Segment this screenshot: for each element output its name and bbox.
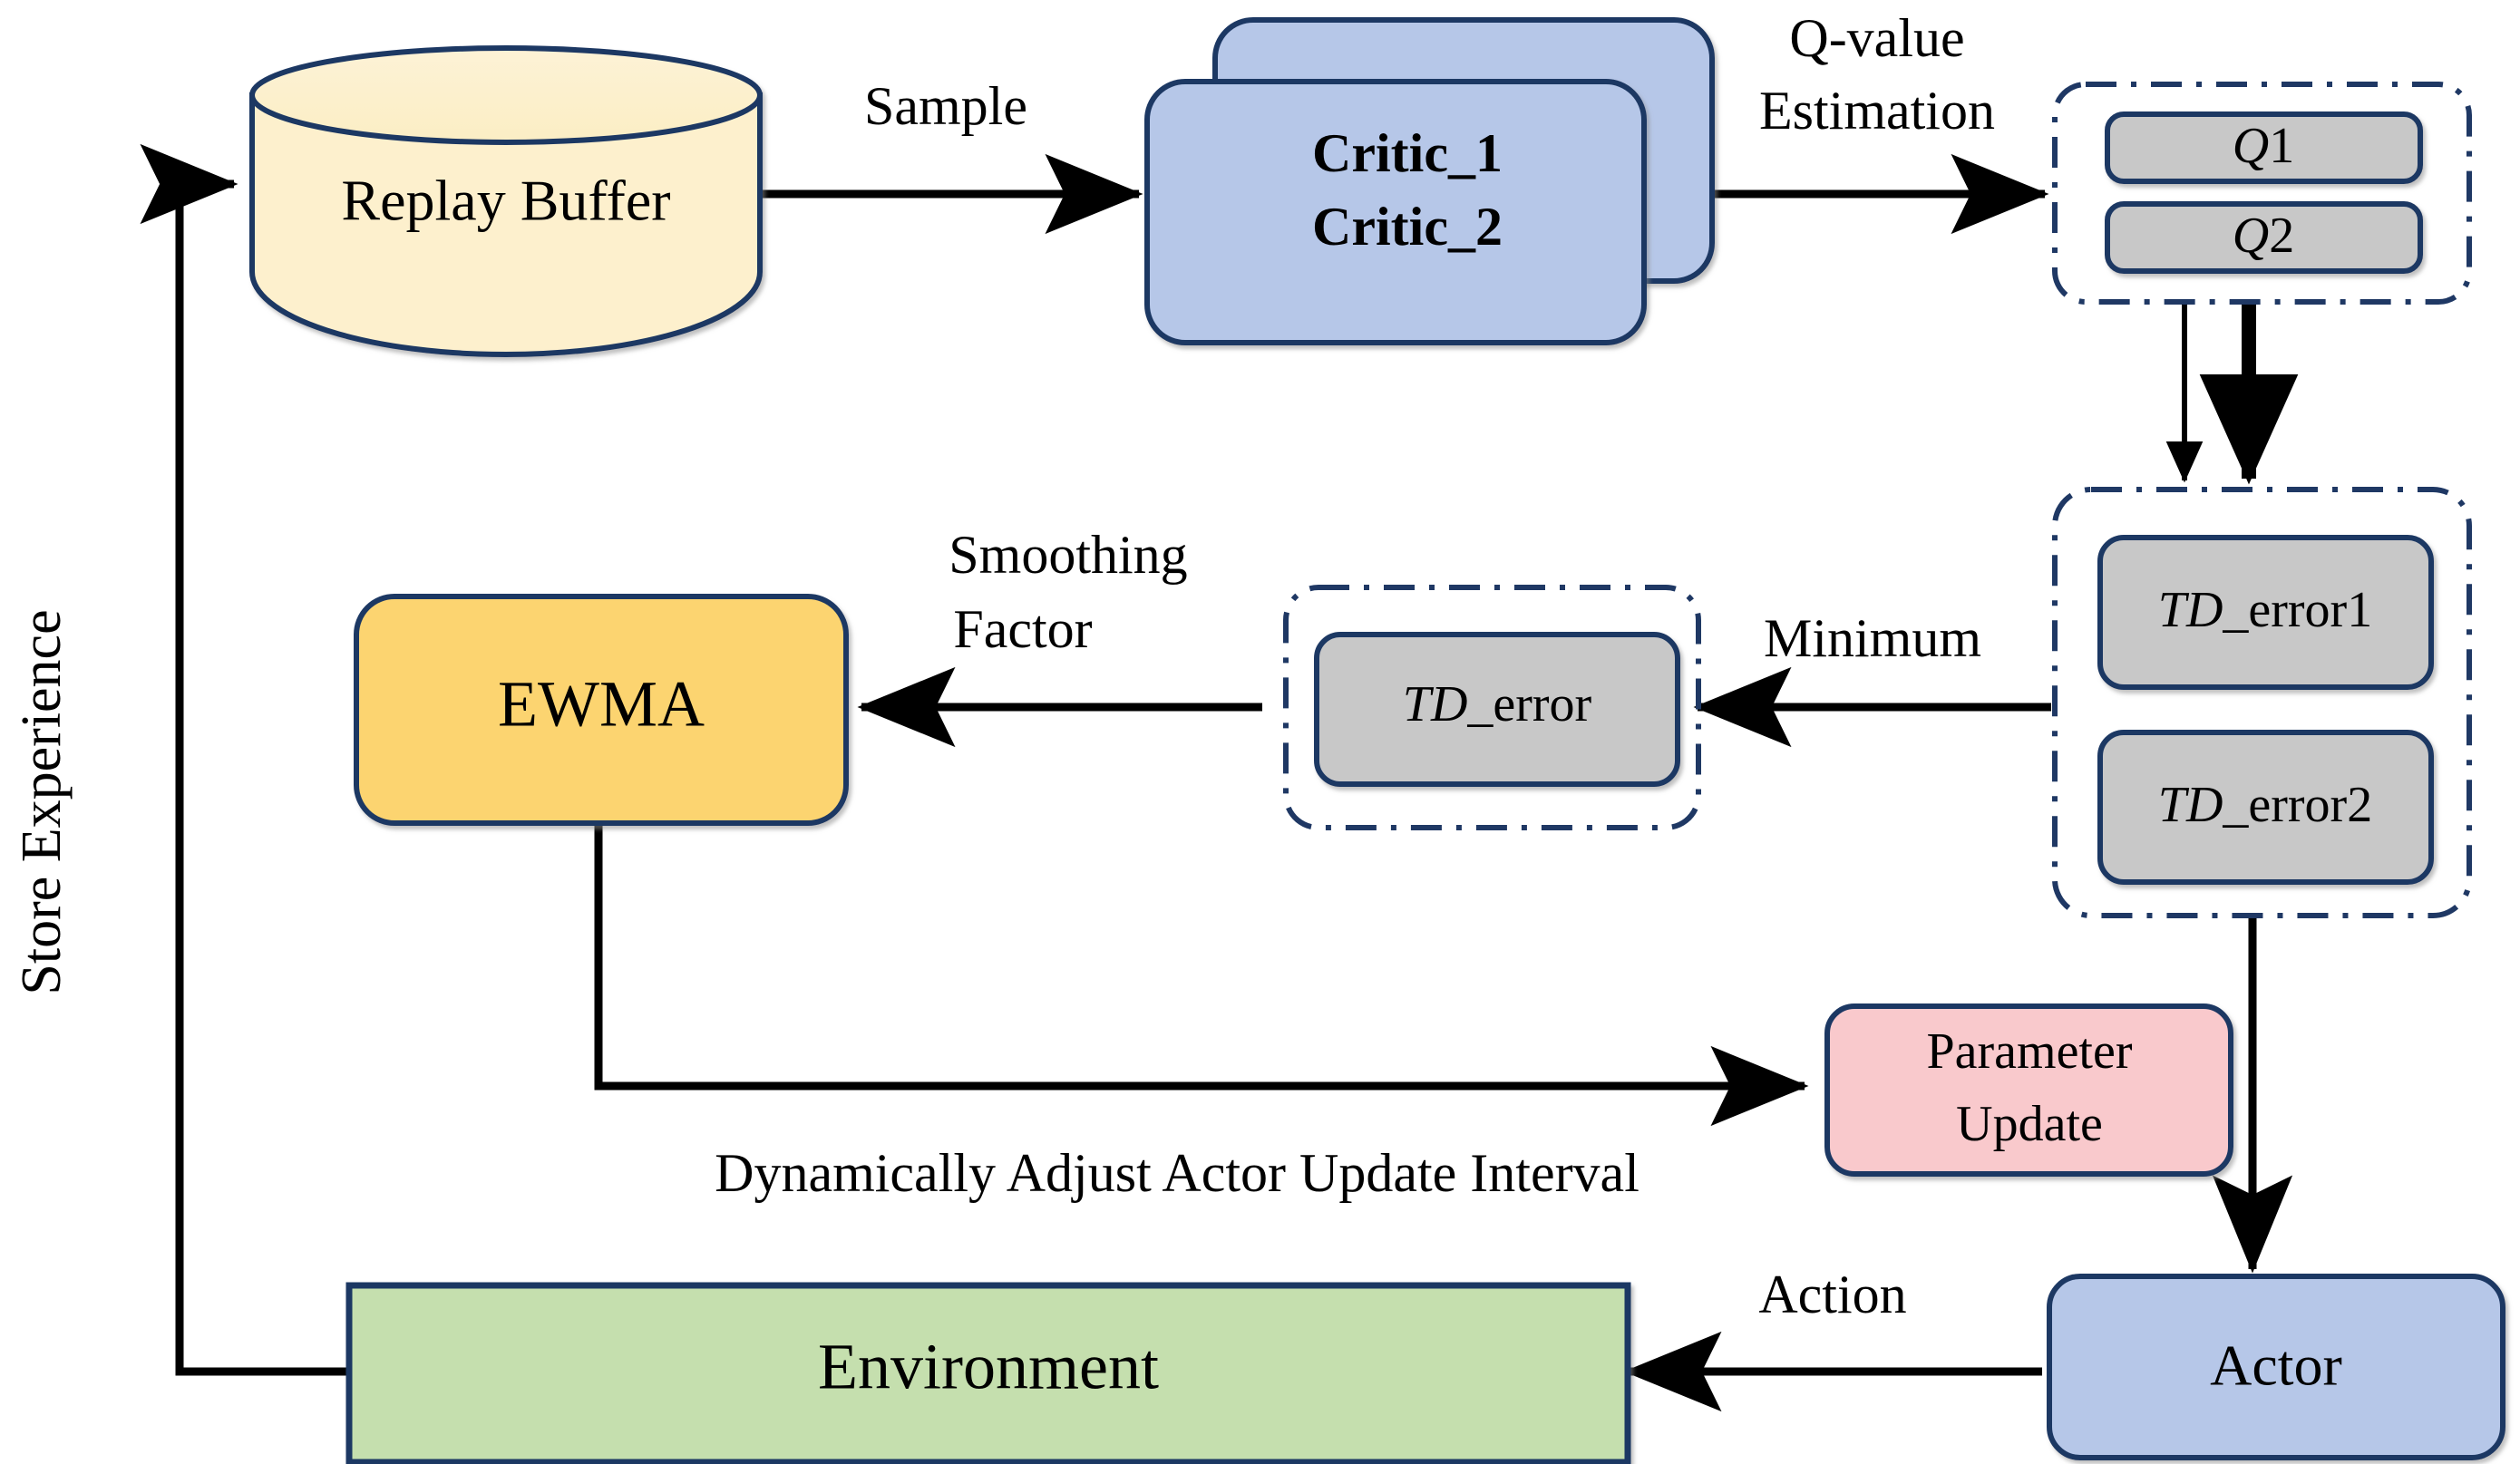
- q1-box[interactable]: [2105, 111, 2423, 184]
- td-error-pair-dashed-border: [2052, 487, 2472, 918]
- node-actor[interactable]: [2047, 1274, 2505, 1460]
- node-critic-stack[interactable]: [1144, 17, 1715, 345]
- q2-label-italic: Q: [2233, 208, 2269, 264]
- td-error1-label-rest: _error1: [2222, 582, 2372, 638]
- edge-environment-to-replay-buffer: [140, 143, 349, 1376]
- q2-label: Q2: [2233, 208, 2294, 264]
- edge-label-smoothing-line2: Factor: [953, 599, 1092, 659]
- q1-label-rest: 1: [2269, 118, 2294, 174]
- node-ewma[interactable]: [354, 594, 849, 826]
- critic-card-front: [1144, 79, 1647, 345]
- edge-label-minimum: Minimum: [1764, 608, 1981, 668]
- environment-label: Environment: [818, 1331, 1159, 1403]
- group-q-values: Q1 Q2: [2052, 82, 2472, 305]
- td-error2-label: TD_error2: [2158, 777, 2372, 833]
- td-error1-label-italic: TD: [2158, 582, 2223, 638]
- group-td-error: TD_error: [1283, 585, 1701, 830]
- edge-qgroup-to-tderror-pair: [2165, 299, 2299, 485]
- node-replay-buffer[interactable]: [249, 45, 763, 357]
- edge-label-qvalue-line1: Q-value: [1789, 8, 1964, 68]
- replay-buffer-label: Replay Buffer: [341, 169, 670, 233]
- q1-label-italic: Q: [2233, 118, 2269, 174]
- edge-label-qvalue-line2: Estimation: [1759, 81, 1995, 141]
- td-error-label-italic: TD: [1403, 676, 1468, 732]
- node-environment[interactable]: [345, 1282, 1631, 1464]
- parameter-update-label-line1: Parameter: [1927, 1023, 2133, 1080]
- ewma-label: EWMA: [498, 668, 705, 741]
- q2-box[interactable]: [2105, 201, 2423, 274]
- td-error2-label-italic: TD: [2158, 777, 2223, 833]
- edge-label-action: Action: [1758, 1265, 1906, 1324]
- q2-label-rest: 2: [2269, 208, 2294, 264]
- td-error-label: TD_error: [1403, 676, 1592, 732]
- td-error-dashed-border: [1283, 585, 1701, 830]
- td-error2-box[interactable]: [2097, 730, 2434, 885]
- edge-label-dynamic-interval: Dynamically Adjust Actor Update Interval: [715, 1143, 1639, 1203]
- actor-label: Actor: [2210, 1333, 2342, 1398]
- edge-label-store-experience: Store Experience: [11, 609, 73, 994]
- edge-label-sample: Sample: [864, 76, 1027, 136]
- edge-ewma-to-parameter-update: [594, 825, 1809, 1127]
- edge-label-smoothing-line1: Smoothing: [949, 525, 1187, 585]
- td-error-label-rest: _error: [1466, 676, 1591, 732]
- q-group-dashed-border: [2052, 82, 2472, 305]
- td-error2-label-rest: _error2: [2222, 777, 2372, 833]
- td-error1-box[interactable]: [2097, 535, 2434, 690]
- td-error1-label: TD_error1: [2158, 582, 2372, 638]
- parameter-update-label-line2: Update: [1956, 1096, 2103, 1152]
- node-parameter-update[interactable]: [1824, 1003, 2233, 1177]
- critic-2-label: Critic_2: [1312, 197, 1503, 257]
- q1-label: Q1: [2233, 118, 2294, 174]
- critic-1-label: Critic_1: [1312, 123, 1503, 183]
- td-error-box[interactable]: [1314, 632, 1680, 787]
- group-td-error-pair: TD_error1 TD_error2: [2052, 487, 2472, 918]
